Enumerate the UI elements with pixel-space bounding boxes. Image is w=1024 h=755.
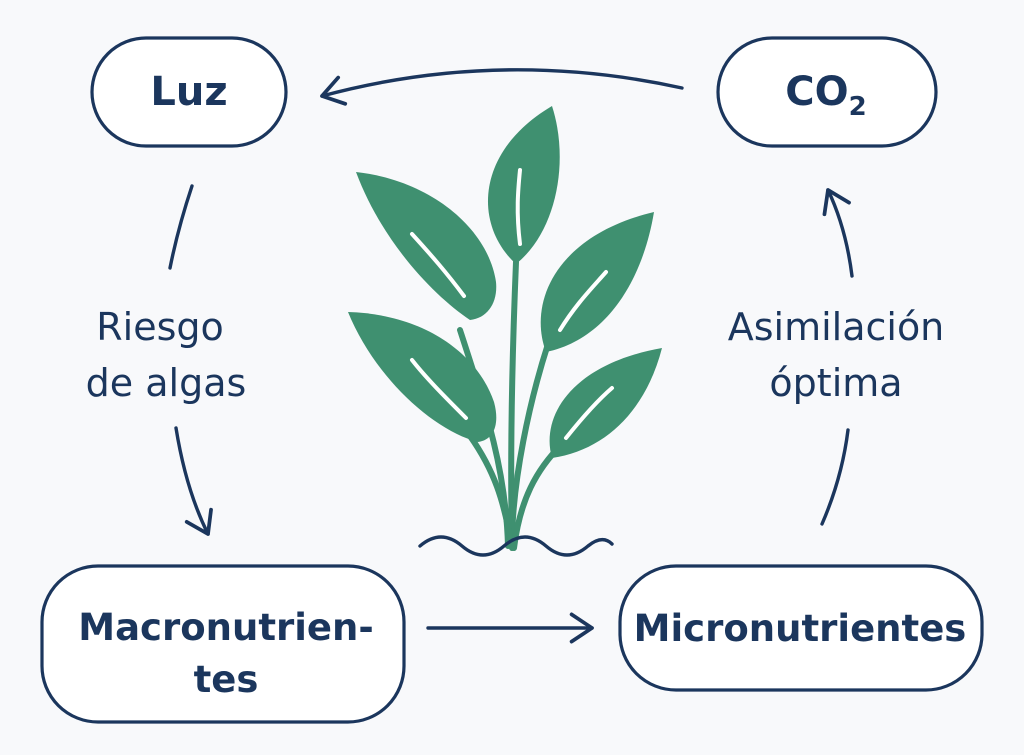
arrow-micro-to-asimilacion — [820, 428, 850, 526]
node-macronutrientes: Macronutrien- tes — [40, 564, 406, 724]
water-wave — [418, 535, 614, 557]
node-co2: CO2 — [716, 36, 938, 148]
arrow-riesgo-to-macro — [174, 426, 213, 536]
node-micro-label: Micronutrientes — [634, 607, 967, 650]
node-co2-label-main: CO — [785, 69, 848, 115]
node-macro-label-line2: tes — [194, 658, 259, 701]
node-macro-label-line1: Macronutrien- — [78, 606, 373, 649]
node-luz-label: Luz — [150, 69, 227, 115]
edge-label-riesgo-line2: de algas — [86, 361, 247, 405]
edge-label-riesgo: Riesgo de algas — [86, 305, 247, 405]
arrow-asimilacion-to-co2 — [822, 188, 854, 278]
node-co2-label-subscript: 2 — [849, 92, 867, 122]
aquatic-plant-icon — [348, 106, 662, 557]
arrow-co2-to-luz — [320, 68, 684, 106]
edge-label-asimilacion-line2: óptima — [769, 361, 902, 405]
edge-label-riesgo-line1: Riesgo — [96, 305, 224, 349]
edge-label-asimilacion: Asimilación óptima — [728, 305, 945, 405]
node-micronutrientes: Micronutrientes — [618, 564, 984, 692]
arrow-luz-to-riesgo — [168, 184, 194, 270]
edge-label-asimilacion-line1: Asimilación — [728, 305, 945, 349]
node-luz: Luz — [90, 36, 288, 148]
node-co2-label: CO2 — [785, 69, 866, 122]
